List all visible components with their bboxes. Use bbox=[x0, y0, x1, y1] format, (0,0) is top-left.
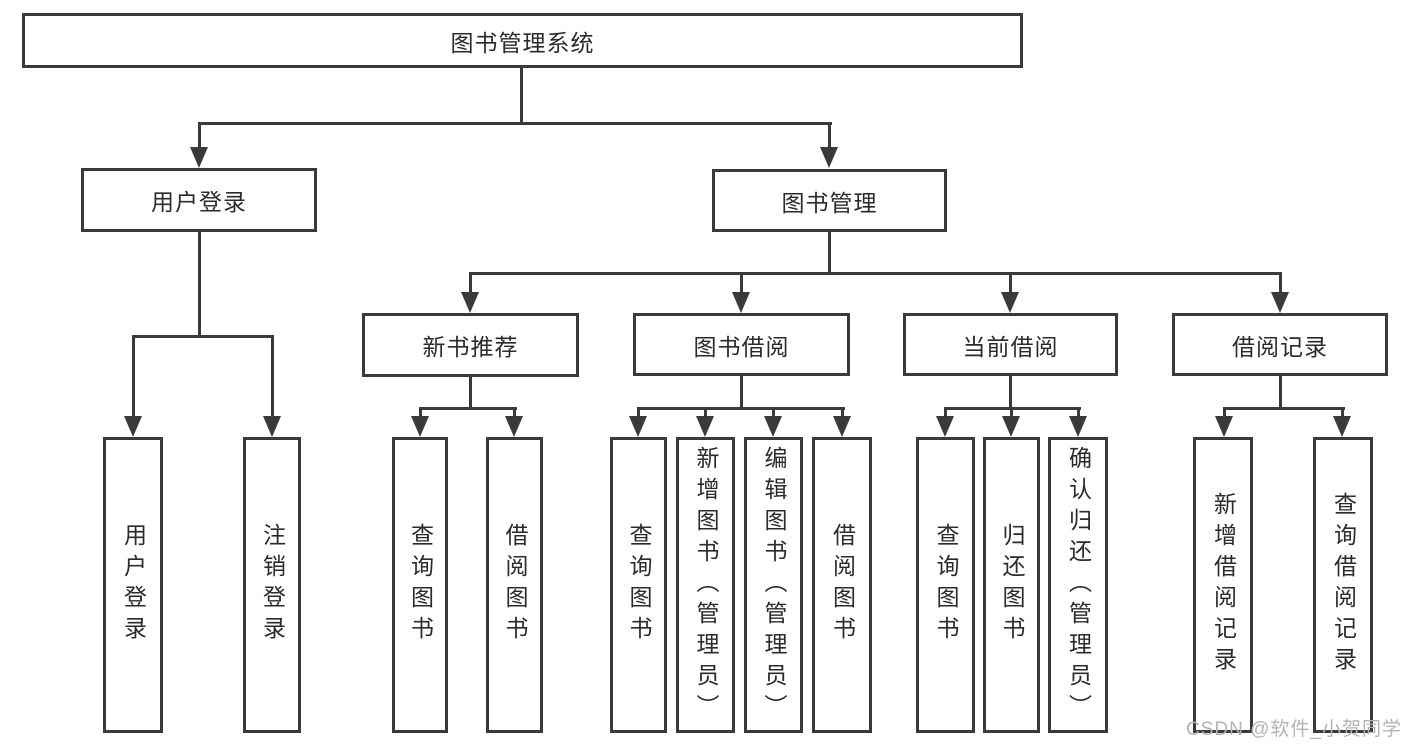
arrowhead-book-management bbox=[820, 147, 838, 168]
connector-arrow-query-current-shaft bbox=[944, 407, 947, 419]
connector-arrow-current-borrowing-shaft bbox=[1009, 272, 1012, 294]
node-root: 图书管理系统 bbox=[22, 13, 1023, 68]
node-book-management: 图书管理 bbox=[712, 169, 947, 232]
connector-book-management-stem bbox=[828, 232, 831, 275]
connector-user-login-stem bbox=[198, 232, 201, 338]
connector-arrow-new-book-recommend-shaft bbox=[469, 272, 472, 294]
leaf-logout-label: 注销登录 bbox=[259, 523, 286, 647]
connector-root-stem bbox=[520, 68, 523, 125]
leaf-query-books-current: 查询图书 bbox=[916, 437, 975, 733]
arrowhead-borrow-recommend bbox=[505, 416, 523, 437]
arrowhead-query-recommend bbox=[411, 416, 429, 437]
connector-arrow-book-management-shaft bbox=[828, 122, 831, 149]
leaf-query-books-recommend: 查询图书 bbox=[392, 437, 448, 733]
leaf-edit-books-admin-label: 编辑图书（管理员） bbox=[761, 445, 787, 725]
arrowhead-book-borrowing bbox=[732, 292, 750, 313]
leaf-borrow-books-recommend: 借阅图书 bbox=[486, 437, 543, 733]
connector-arrow-borrow-books-shaft bbox=[841, 407, 844, 419]
leaf-borrow-books: 借阅图书 bbox=[812, 437, 872, 733]
arrowhead-query-current bbox=[936, 416, 954, 437]
leaf-add-books-admin: 新增图书（管理员） bbox=[676, 437, 735, 733]
connector-new-book-recommend-stem bbox=[469, 377, 472, 410]
csdn-watermark: CSDN @软件_小贺同学 bbox=[1186, 719, 1402, 740]
arrowhead-confirm-return bbox=[1069, 416, 1087, 437]
node-borrowing-records: 借阅记录 bbox=[1172, 313, 1388, 376]
leaf-query-borrow-record-label: 查询借阅记录 bbox=[1330, 492, 1357, 678]
leaf-add-borrow-record-label: 新增借阅记录 bbox=[1210, 492, 1237, 678]
connector-arrow-query-recommend-shaft bbox=[419, 407, 422, 419]
node-new-book-recommend: 新书推荐 bbox=[362, 313, 579, 377]
leaf-return-books-label: 归还图书 bbox=[999, 523, 1025, 647]
connector-arrow-borrow-recommend-shaft bbox=[513, 407, 516, 419]
leaf-query-books-borrow-label: 查询图书 bbox=[626, 523, 652, 647]
arrowhead-borrowing-records bbox=[1271, 292, 1289, 313]
connector-arrow-add-record-shaft bbox=[1223, 407, 1226, 419]
leaf-query-borrow-record: 查询借阅记录 bbox=[1313, 437, 1373, 733]
connector-borrowing-records-stem bbox=[1279, 376, 1282, 410]
connector-level2-rail bbox=[198, 122, 832, 125]
connector-book-borrowing-rail bbox=[637, 407, 845, 410]
connector-arrow-return-books-shaft bbox=[1010, 407, 1013, 419]
arrowhead-add-record bbox=[1215, 416, 1233, 437]
connector-current-borrowing-stem bbox=[1009, 376, 1012, 410]
connector-arrow-borrowing-records-shaft bbox=[1279, 272, 1282, 294]
connector-arrow-confirm-return-shaft bbox=[1077, 407, 1080, 419]
connector-arrow-leaf-user-login-shaft bbox=[132, 335, 135, 418]
connector-arrow-add-books-shaft bbox=[704, 407, 707, 419]
leaf-add-borrow-record: 新增借阅记录 bbox=[1193, 437, 1253, 733]
leaf-query-books-current-label: 查询图书 bbox=[933, 523, 959, 647]
leaf-query-books-borrow: 查询图书 bbox=[610, 437, 667, 733]
connector-arrow-book-borrowing-shaft bbox=[740, 272, 743, 294]
arrowhead-user-login bbox=[190, 147, 208, 168]
connector-arrow-user-login-shaft bbox=[198, 122, 201, 149]
connector-arrow-edit-books-shaft bbox=[772, 407, 775, 419]
connector-borrowing-records-rail bbox=[1223, 407, 1345, 410]
connector-arrow-leaf-logout-shaft bbox=[271, 335, 274, 418]
leaf-add-books-admin-label: 新增图书（管理员） bbox=[693, 445, 719, 725]
arrowhead-add-books bbox=[696, 416, 714, 437]
leaf-confirm-return-admin: 确认归还（管理员） bbox=[1048, 437, 1108, 733]
leaf-user-login-label: 用户登录 bbox=[120, 523, 147, 647]
node-book-borrowing: 图书借阅 bbox=[633, 313, 850, 376]
node-current-borrowing: 当前借阅 bbox=[903, 313, 1118, 376]
arrowhead-leaf-user-login bbox=[124, 416, 142, 437]
arrowhead-new-book-recommend bbox=[461, 292, 479, 313]
connector-arrow-query-record-shaft bbox=[1341, 407, 1344, 419]
leaf-confirm-return-admin-label: 确认归还（管理员） bbox=[1065, 445, 1092, 725]
arrowhead-borrow-books bbox=[833, 416, 851, 437]
connector-new-book-recommend-rail bbox=[419, 407, 517, 410]
arrowhead-query-record bbox=[1333, 416, 1351, 437]
connector-book-borrowing-stem bbox=[740, 376, 743, 410]
leaf-borrow-books-recommend-label: 借阅图书 bbox=[502, 523, 528, 647]
leaf-logout: 注销登录 bbox=[243, 437, 301, 733]
node-user-login: 用户登录 bbox=[81, 168, 317, 232]
arrowhead-return-books bbox=[1002, 416, 1020, 437]
connector-user-login-rail bbox=[132, 335, 274, 338]
leaf-query-books-recommend-label: 查询图书 bbox=[407, 523, 434, 647]
arrowhead-edit-books bbox=[764, 416, 782, 437]
arrowhead-leaf-logout bbox=[263, 416, 281, 437]
leaf-user-login: 用户登录 bbox=[103, 437, 163, 733]
leaf-borrow-books-label: 借阅图书 bbox=[829, 523, 856, 647]
arrowhead-query-borrowing bbox=[629, 416, 647, 437]
arrowhead-current-borrowing bbox=[1001, 292, 1019, 313]
leaf-return-books: 归还图书 bbox=[983, 437, 1040, 733]
connector-arrow-query-borrowing-shaft bbox=[637, 407, 640, 419]
connector-level3-rail bbox=[469, 272, 1282, 275]
leaf-edit-books-admin: 编辑图书（管理员） bbox=[744, 437, 803, 733]
